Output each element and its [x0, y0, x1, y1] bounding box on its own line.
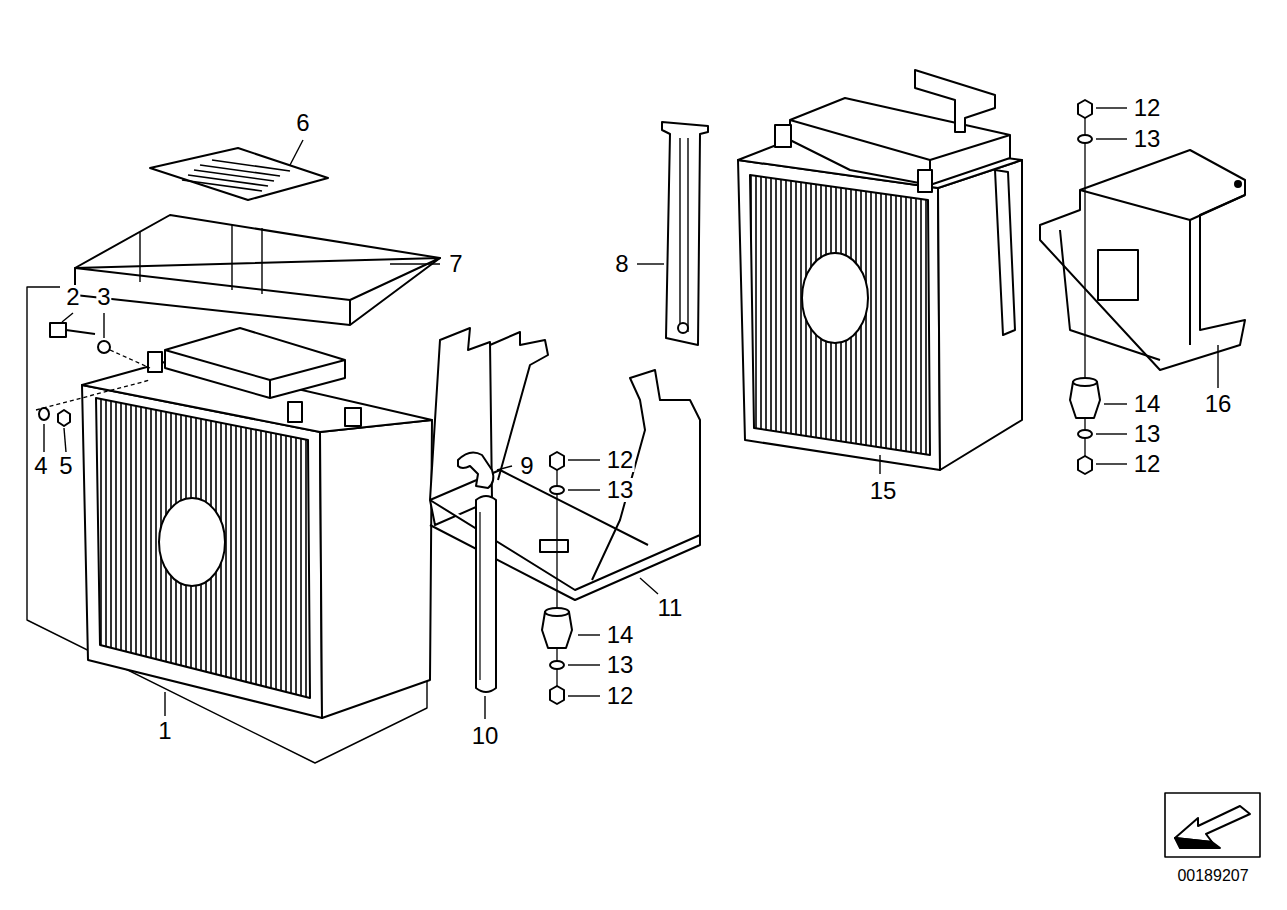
- drawing-number: 00189207: [1176, 868, 1249, 884]
- callout-number: 12: [1133, 96, 1162, 120]
- mount-parts: [542, 452, 572, 704]
- vent-plate: [150, 148, 328, 200]
- callout-number: 8: [614, 252, 629, 276]
- callout-number: 12: [606, 684, 635, 708]
- callout-number: 12: [1133, 452, 1162, 476]
- callout-number: 13: [606, 478, 635, 502]
- callout-number: 3: [96, 285, 111, 309]
- callout-number: 13: [1133, 422, 1162, 446]
- callout-number: 5: [58, 454, 73, 478]
- callout-number: 4: [33, 454, 48, 478]
- callout-number: 1: [157, 719, 172, 743]
- callout-number: 14: [606, 623, 635, 647]
- battery-tray: [1040, 150, 1245, 370]
- battery-cover: [75, 215, 440, 325]
- vent-slots: [182, 160, 290, 191]
- vent-hose: [458, 452, 496, 692]
- callout-number: 2: [65, 285, 80, 309]
- fasteners: [36, 323, 150, 426]
- callout-number: 13: [1133, 127, 1162, 151]
- callout-number: 10: [471, 724, 500, 748]
- battery-bracket: [430, 328, 700, 600]
- callout-number: 6: [295, 111, 310, 135]
- callout-number: 13: [606, 653, 635, 677]
- orientation-icon: [1165, 793, 1260, 857]
- callout-number: 15: [869, 479, 898, 503]
- battery: [738, 70, 1022, 470]
- battery: [82, 328, 432, 718]
- battery-strap: [662, 122, 708, 345]
- callout-number: 9: [519, 454, 534, 478]
- callout-number: 11: [657, 596, 684, 620]
- callout-number: 7: [448, 252, 463, 276]
- callout-number: 16: [1204, 392, 1233, 416]
- callout-number: 12: [606, 448, 635, 472]
- callout-number: 14: [1133, 392, 1162, 416]
- mount-parts: [1070, 100, 1100, 474]
